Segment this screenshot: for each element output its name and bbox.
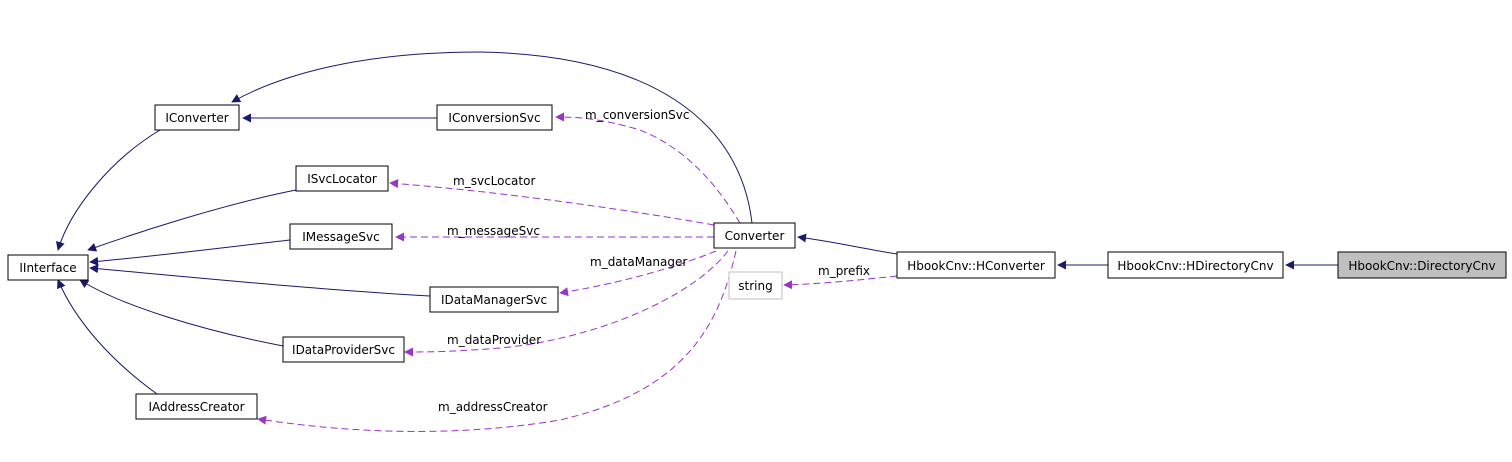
inheritance-edges (56, 51, 1338, 395)
edge-labels: m_conversionSvc m_svcLocator m_messageSv… (438, 108, 870, 414)
node-imessagesvc[interactable]: IMessageSvc (289, 223, 393, 250)
node-isvclocator[interactable]: ISvcLocator (295, 165, 389, 192)
edge-isvclocator-to-iinterface (87, 189, 297, 252)
node-imessagesvc-label: IMessageSvc (302, 230, 379, 244)
label-m-messagesvc: m_messageSvc (447, 224, 540, 238)
node-iinterface-label: IInterface (19, 261, 76, 275)
usage-edges (257, 112, 898, 432)
node-converter[interactable]: Converter (713, 222, 796, 249)
edge-iconverter-to-iinterface (56, 129, 161, 251)
edge-usage-dataprovider (404, 250, 729, 357)
node-iaddresscreator[interactable]: IAddressCreator (135, 393, 258, 420)
node-string[interactable]: string (728, 271, 783, 300)
edge-iaddresscreator-to-iinterface (57, 279, 158, 395)
edge-converter-to-iconverter (231, 51, 753, 224)
label-m-addresscreator: m_addressCreator (438, 400, 548, 414)
node-isvclocator-label: ISvcLocator (307, 172, 377, 186)
edge-imessagesvc-to-iinterface (89, 239, 291, 266)
edge-usage-svclocator (389, 179, 715, 226)
edge-usage-datamanager (559, 250, 717, 297)
node-iconversionsvc-label: IConversionSvc (448, 111, 540, 125)
label-m-prefix: m_prefix (818, 264, 870, 278)
node-string-label: string (738, 279, 772, 293)
node-hdirectorycnv[interactable]: HbookCnv::HDirectoryCnv (1107, 251, 1284, 279)
edge-idataprovidersvc-to-iinterface (79, 279, 284, 347)
node-hdirectorycnv-label: HbookCnv::HDirectoryCnv (1117, 259, 1273, 273)
node-iconversionsvc[interactable]: IConversionSvc (436, 104, 553, 131)
edge-usage-addresscreator (257, 250, 737, 432)
node-idataprovidersvc-label: IDataProviderSvc (292, 343, 395, 357)
edge-usage-prefix (783, 275, 898, 290)
node-directorycnv-label: HbookCnv::DirectoryCnv (1348, 259, 1495, 273)
node-idataprovidersvc[interactable]: IDataProviderSvc (282, 336, 405, 363)
node-iaddresscreator-label: IAddressCreator (148, 400, 244, 414)
edge-hconverter-to-converter (797, 233, 898, 255)
edge-usage-conversionsvc (555, 112, 741, 224)
edge-idatamanagersvc-to-iinterface (89, 264, 431, 297)
label-m-datamanager: m_dataManager (590, 255, 687, 269)
node-converter-label: Converter (725, 229, 785, 243)
node-hconverter[interactable]: HbookCnv::HConverter (896, 251, 1056, 279)
node-directorycnv[interactable]: HbookCnv::DirectoryCnv (1337, 251, 1507, 279)
label-m-svclocator: m_svcLocator (453, 174, 535, 188)
node-hconverter-label: HbookCnv::HConverter (907, 259, 1045, 273)
label-m-conversionsvc: m_conversionSvc (585, 108, 690, 122)
node-idatamanagersvc-label: IDataManagerSvc (441, 293, 547, 307)
label-m-dataprovider: m_dataProvider (447, 333, 541, 347)
node-iconverter[interactable]: IConverter (154, 104, 240, 131)
node-iinterface[interactable]: IInterface (7, 254, 89, 281)
node-idatamanagersvc[interactable]: IDataManagerSvc (429, 286, 559, 313)
node-iconverter-label: IConverter (165, 111, 228, 125)
